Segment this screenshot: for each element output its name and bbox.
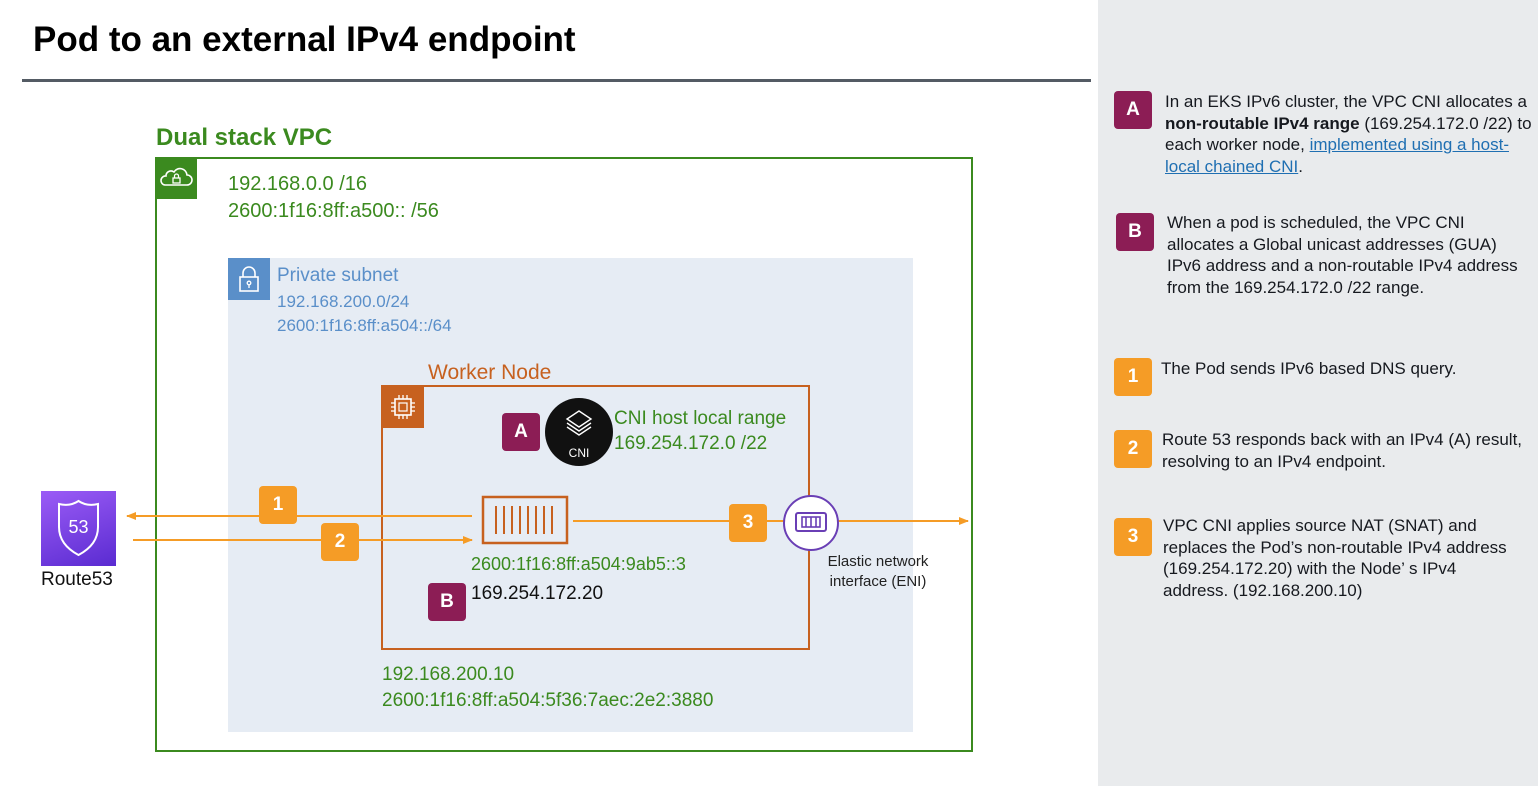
cni-logo-text: CNI xyxy=(568,446,590,460)
container-icon xyxy=(480,494,570,546)
vpc-label: Dual stack VPC xyxy=(156,124,333,151)
step-3-badge: 3 xyxy=(729,504,767,542)
note-1-text: The Pod sends IPv6 based DNS query. xyxy=(1161,359,1457,378)
note-a-badge: A xyxy=(1114,91,1152,129)
vpc-box xyxy=(155,157,973,752)
lock-icon xyxy=(228,258,270,300)
pod-ipv4: 169.254.172.20 xyxy=(471,583,604,604)
note-a-post: (169.254.172.0 /22) to each worker node, xyxy=(1165,113,1532,155)
note-1-badge: 1 xyxy=(1114,358,1152,396)
subnet-ipv4-cidr: 192.168.200.0/24 xyxy=(277,292,410,311)
step-2-badge: 2 xyxy=(321,523,359,561)
cni-range-value: 169.254.172.0 /22 xyxy=(614,433,768,454)
note-a-text: In an EKS IPv6 cluster, the VPC CNI allo… xyxy=(1165,91,1533,177)
chip-icon xyxy=(382,386,424,428)
note-a-pre: In an EKS IPv6 cluster, the VPC CNI allo… xyxy=(1165,92,1527,111)
cni-logo-icon: CNI xyxy=(545,398,613,466)
note-3-text: VPC CNI applies source NAT (SNAT) and re… xyxy=(1163,516,1507,600)
worker-node-ipv4: 192.168.200.10 xyxy=(382,664,515,685)
cni-badge: A xyxy=(502,413,540,451)
vpc-ipv4-cidr: 192.168.0.0 /16 xyxy=(228,173,368,195)
step-1-badge: 1 xyxy=(259,486,297,524)
note-a-link[interactable]: implemented using a host-local chained C… xyxy=(1165,135,1509,176)
note-2-badge: 2 xyxy=(1114,430,1152,468)
note-a-end: . xyxy=(1298,156,1303,176)
note-a-bold: non-routable IPv4 range xyxy=(1165,113,1360,133)
notes-panel xyxy=(1098,0,1538,786)
eni-label-line2: interface (ENI) xyxy=(829,573,927,590)
vpc-ipv6-cidr: 2600:1f16:8ff:a500:: /56 xyxy=(228,200,439,222)
eni-label-line1: Elastic network xyxy=(827,553,929,570)
route53-shield-icon: 53 xyxy=(41,491,116,566)
route53-label: Route53 xyxy=(41,569,113,590)
worker-node-ipv6: 2600:1f16:8ff:a504:5f36:7aec:2e2:3880 xyxy=(382,690,714,711)
route53-shield-text: 53 xyxy=(68,517,89,537)
eni-icon xyxy=(781,493,841,553)
worker-node-label: Worker Node xyxy=(428,361,552,384)
note-b-badge: B xyxy=(1116,213,1154,251)
pod-ipv4-badge: B xyxy=(428,583,466,621)
subnet-label: Private subnet xyxy=(277,265,399,286)
cni-range-title: CNI host local range xyxy=(614,408,787,429)
title-divider xyxy=(22,79,1091,82)
page-title: Pod to an external IPv4 endpoint xyxy=(33,20,576,59)
note-2-text: Route 53 responds back with an IPv4 (A) … xyxy=(1162,430,1523,471)
note-b-text: When a pod is scheduled, the VPC CNI all… xyxy=(1167,213,1518,297)
cloud-lock-icon xyxy=(155,157,197,199)
subnet-box xyxy=(228,258,913,732)
subnet-ipv6-cidr: 2600:1f16:8ff:a504::/64 xyxy=(277,316,452,335)
note-3-badge: 3 xyxy=(1114,518,1152,556)
pod-ipv6: 2600:1f16:8ff:a504:9ab5::3 xyxy=(471,554,686,574)
